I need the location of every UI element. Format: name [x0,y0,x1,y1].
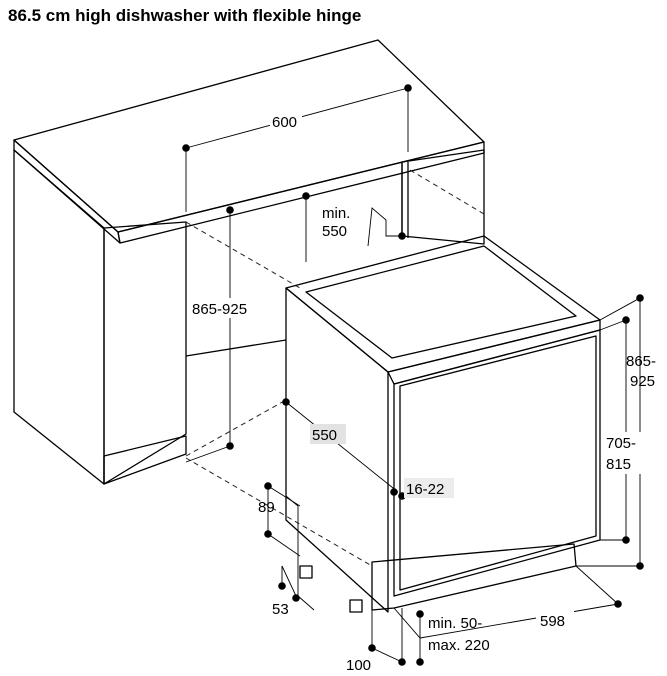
label-plinth-100: 100 [346,657,371,674]
dim-dot [416,610,424,618]
hidden-line [185,221,301,289]
label-min-depth-1: min. [322,205,350,222]
label-appliance-height-2: 925 [630,373,655,390]
dimension-dots [182,84,644,666]
ext-line [599,297,641,321]
cabinet-left [13,149,287,485]
dishwasher-plinth [371,543,577,611]
dim-dot [226,206,234,214]
dishwasher-side [285,287,389,613]
ext-line [393,607,421,639]
cabinet-plinth [103,435,187,485]
cabinet-right-front [401,149,485,245]
label-door-height-1: 705- [606,435,636,452]
label-door-height-2: 815 [606,456,631,473]
dim-dot [264,482,272,490]
cabinet-left-front [103,221,187,485]
dim-line-550 [285,401,399,493]
dim-dot [302,192,310,200]
worktop-front-edge [117,141,485,244]
label-appliance-depth: 550 [312,427,337,444]
label-worktop-width: 600 [272,114,297,131]
label-plinth-gap-1: min. 50- [428,615,482,632]
dim-dot [416,658,424,666]
dim-dot [398,492,406,500]
dim-dot [622,316,630,324]
dim-dot [636,562,644,570]
ext-line [575,565,619,605]
label-niche-height: 865-925 [192,301,247,318]
dishwasher [285,235,601,613]
dishwasher-door-panel [399,335,597,591]
label-gap: 16-22 [406,481,444,498]
ext-line [267,533,301,557]
dimension-labels: 600 min. 550 865-925 865- 925 705- 815 5… [190,112,656,674]
dishwasher-top-recess [305,245,577,359]
niche-back-floor [185,339,287,357]
dim-line-598 [419,603,619,639]
dim-dot [226,442,234,450]
hidden-lines [185,169,485,567]
ext-line [599,319,627,331]
diagram-title: 86.5 cm high dishwasher with flexible hi… [8,6,362,25]
break-line [367,207,402,247]
dim-dot [398,232,406,240]
cabinet-left-side [13,149,105,485]
label-appliance-width: 598 [540,613,565,630]
plinth-profile [285,495,315,611]
label-appliance-height-1: 865- [626,353,656,370]
dim-dot [622,536,630,544]
dim-dot [264,530,272,538]
ext-line [185,445,231,463]
dim-dot [398,658,406,666]
dim-dot [278,582,286,590]
dim-dot [182,144,190,152]
adjustable-foot [349,599,363,613]
label-min-depth-2: 550 [322,223,347,240]
dim-dot [404,84,412,92]
dim-line-53 [281,565,297,597]
cabinet-right [401,149,485,245]
hidden-line [409,169,485,215]
hidden-line [185,399,287,457]
dishwasher-door [393,329,601,597]
dimension-lines [185,87,641,663]
dim-dot [636,294,644,302]
hidden-line [185,457,373,567]
label-plinth-gap-2: max. 220 [428,637,490,654]
adjustable-foot [299,565,313,579]
dim-dot [390,488,398,496]
dim-dot [292,594,300,602]
label-plinth-89: 89 [258,499,275,516]
dim-dot [368,644,376,652]
label-plinth-53: 53 [272,601,289,618]
dim-line-100 [371,647,403,663]
worktop [13,39,485,244]
dim-dot [614,600,622,608]
worktop-side-edge [13,139,121,244]
dim-dot [282,398,290,406]
